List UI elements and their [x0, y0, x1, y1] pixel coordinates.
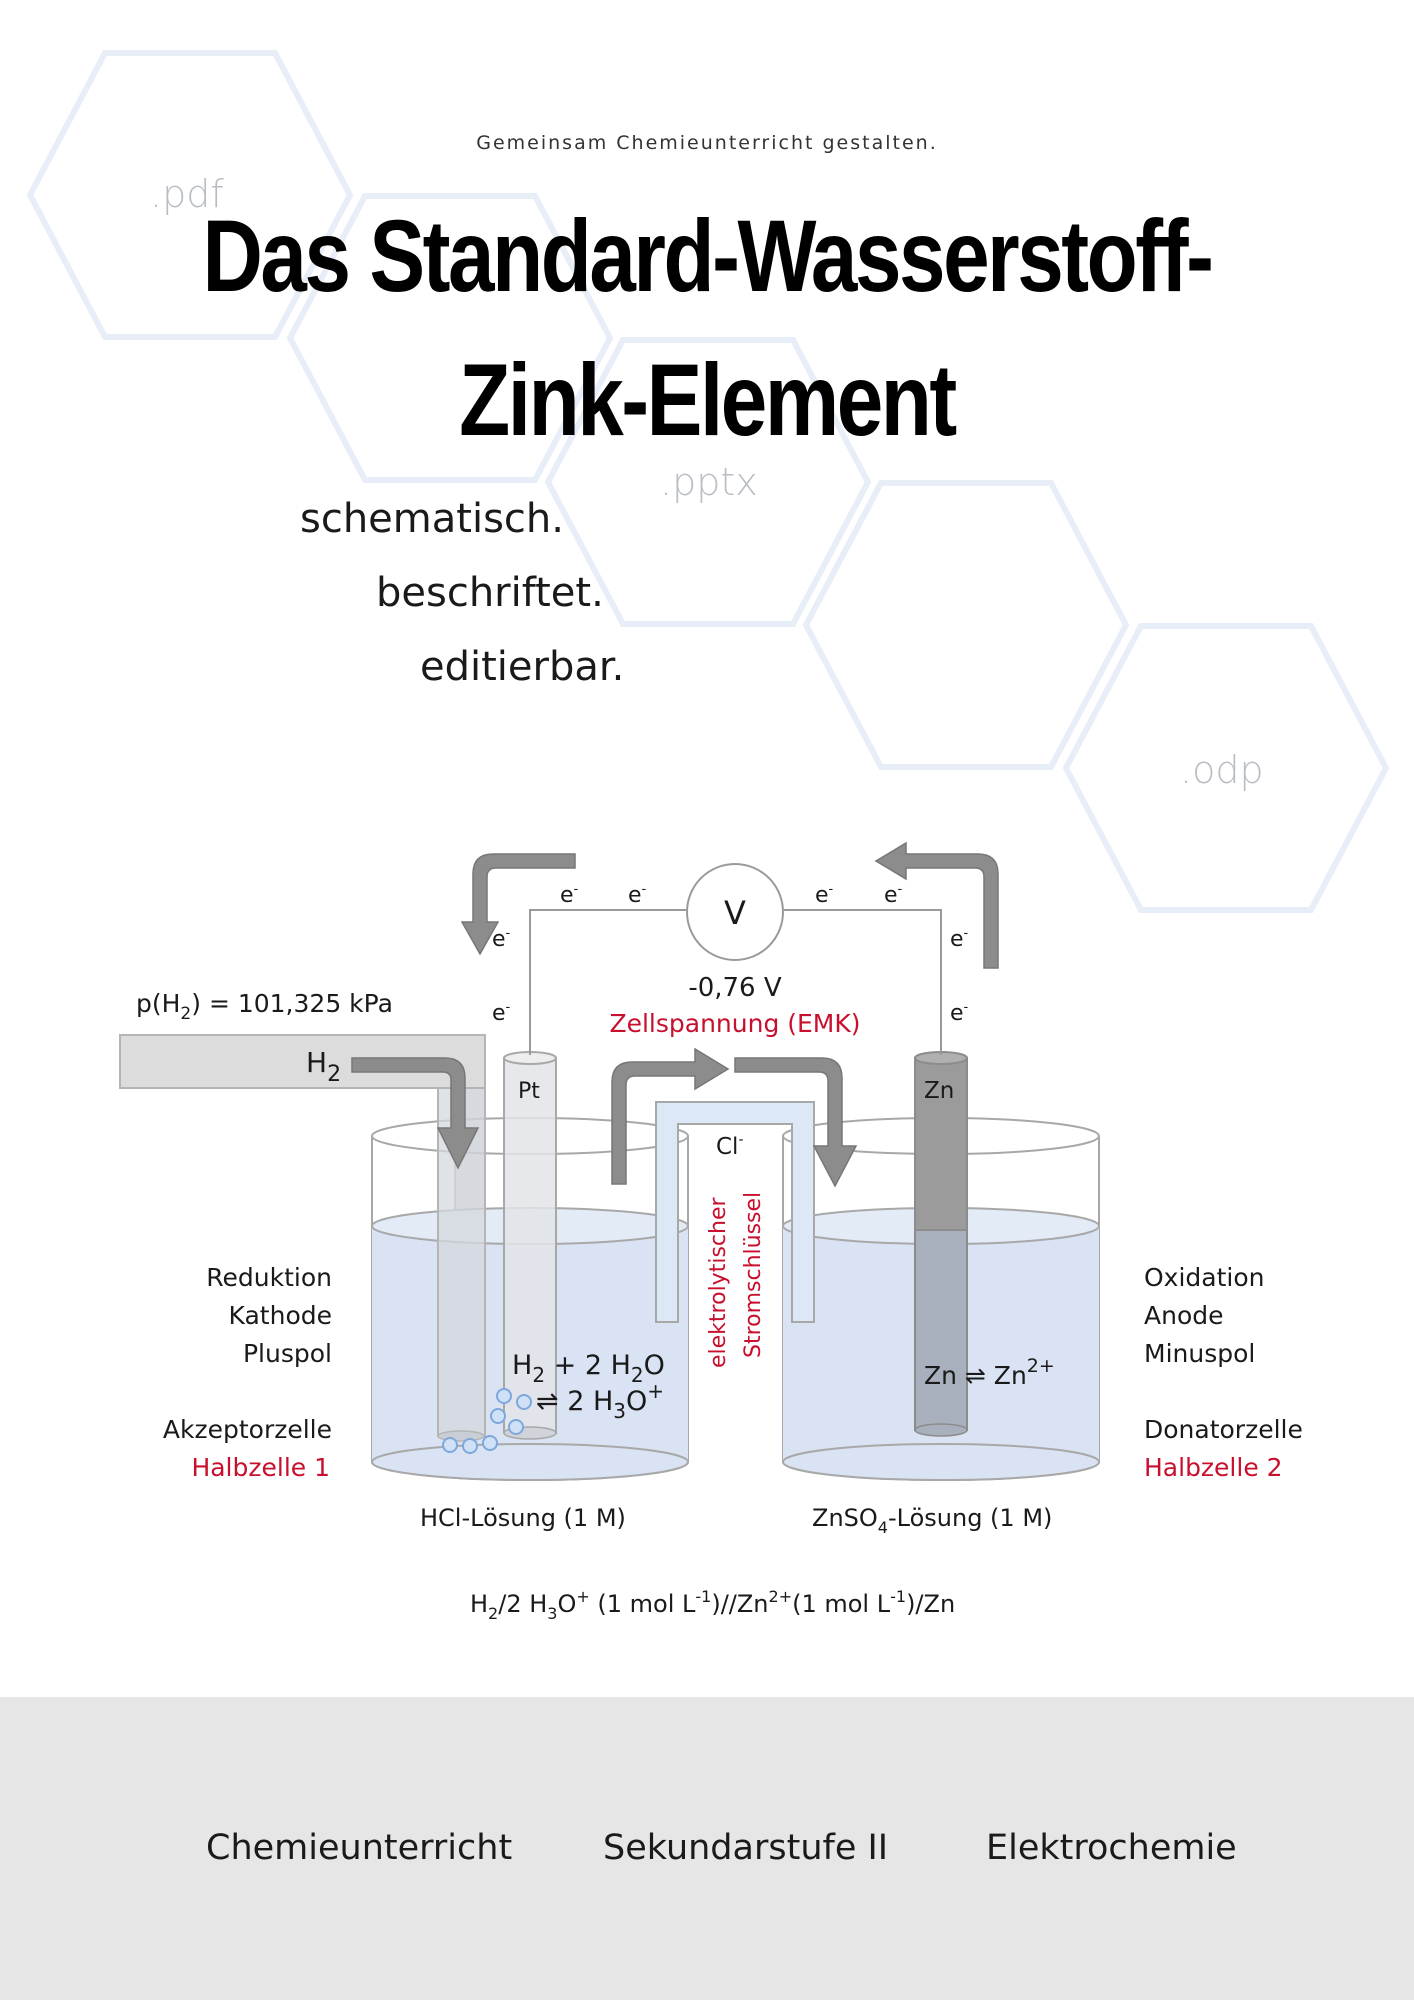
arrow-h2-in	[351, 1057, 480, 1170]
electron-label: e-	[492, 926, 511, 952]
salt-bridge	[655, 1101, 815, 1323]
electron-label: e-	[815, 882, 834, 908]
hexagon	[802, 480, 1130, 770]
page-title-line-2: Zink-Element	[459, 343, 957, 457]
footer-keyword-level: Sekundarstufe II	[603, 1828, 889, 1868]
odp-format-label: .odp	[1180, 748, 1264, 792]
svg-text:Donatorzelle: Donatorzelle	[1144, 1415, 1303, 1444]
arrow-left-down	[460, 853, 576, 956]
electron-label: e-	[950, 1000, 969, 1026]
zinc-label: Zn	[924, 1078, 954, 1104]
feature-editable: editierbar.	[420, 644, 625, 690]
voltmeter	[686, 863, 784, 961]
salt-bridge-label: elektrolytischer Stromschlüssel	[706, 1192, 766, 1368]
pptx-format-label: .pptx	[660, 460, 758, 504]
right-cell-labels: Oxidation Anode Minuspol Donatorzelle Ha…	[1144, 1263, 1303, 1482]
voltmeter-label: V	[724, 894, 746, 932]
pdf-format-label: .pdf	[150, 172, 224, 216]
arrow-bridge-left	[611, 1047, 730, 1185]
svg-text:Oxidation: Oxidation	[1144, 1263, 1265, 1292]
reaction-equation-right: Zn ⇌ Zn2+	[924, 1355, 1055, 1390]
svg-text:Anode: Anode	[1144, 1301, 1224, 1330]
solution-left-label: HCl-Lösung (1 M)	[420, 1504, 626, 1532]
electron-label: e-	[628, 882, 647, 908]
voltage-caption: Zellspannung (EMK)	[609, 1009, 860, 1038]
electron-label: e-	[492, 1000, 511, 1026]
footer-bar	[0, 1697, 1414, 2000]
svg-text:Kathode: Kathode	[229, 1301, 332, 1330]
feature-schematic: schematisch.	[300, 496, 564, 542]
svg-text:Stromschlüssel: Stromschlüssel	[741, 1192, 766, 1358]
galvanic-cell-diagram: e- e- e- e- e- e- e- e- V -0,76 V Zellsp…	[119, 841, 1303, 1623]
hexagon	[26, 50, 354, 340]
svg-text:Akzeptorzelle: Akzeptorzelle	[163, 1415, 332, 1444]
electron-label: e-	[884, 882, 903, 908]
left-cell-labels: Reduktion Kathode Pluspol Akzeptorzelle …	[163, 1263, 332, 1482]
page-title-line-1: Das Standard-Wasserstoff-	[202, 199, 1213, 313]
electron-flow-arrows	[351, 841, 999, 1188]
voltage-value: -0,76 V	[688, 973, 782, 1003]
tagline: Gemeinsam Chemieunterricht gestalten.	[476, 132, 938, 154]
svg-text:Minuspol: Minuspol	[1144, 1339, 1255, 1368]
solution-right-label: ZnSO4-Lösung (1 M)	[812, 1504, 1052, 1537]
wire	[529, 909, 942, 1055]
svg-text:Halbzelle 2: Halbzelle 2	[1144, 1453, 1283, 1482]
reaction-equation-left: H2 + 2 H2O ⇌ 2 H3O+	[512, 1350, 665, 1423]
arrow-right-up	[874, 841, 999, 969]
hydrogen-label: H2	[306, 1046, 341, 1087]
platinum-label: Pt	[518, 1079, 540, 1104]
svg-text:Pluspol: Pluspol	[243, 1339, 332, 1368]
pressure-label: p(H2) = 101,325 kPa	[136, 989, 393, 1024]
hexagon	[1062, 623, 1390, 913]
chloride-label: Cl-	[716, 1132, 744, 1160]
hexagon	[544, 337, 872, 627]
zinc-electrode	[914, 1051, 968, 1437]
svg-text:Reduktion: Reduktion	[206, 1263, 332, 1292]
electron-label: e-	[560, 882, 579, 908]
arrow-bridge-right	[734, 1057, 858, 1188]
feature-labeled: beschriftet.	[376, 570, 604, 616]
platinum-electrode	[503, 1051, 557, 1440]
hexagon	[286, 193, 614, 483]
svg-text:elektrolytischer: elektrolytischer	[706, 1197, 731, 1368]
cell-notation: H2/2 H3O+ (1 mol L-1)//Zn2+(1 mol L-1)/Z…	[470, 1587, 955, 1623]
svg-text:Halbzelle 1: Halbzelle 1	[191, 1453, 330, 1482]
electron-label: e-	[950, 926, 969, 952]
svg-text:H2 + 2 H2O: H2 + 2 H2O	[512, 1350, 665, 1387]
footer-keyword-topic: Elektrochemie	[986, 1828, 1237, 1868]
svg-text:⇌ 2 H3O+: ⇌ 2 H3O+	[536, 1379, 664, 1423]
footer-keyword-chemistry: Chemieunterricht	[206, 1828, 513, 1868]
electron-labels: e- e- e- e- e- e- e- e-	[492, 882, 969, 1026]
hydrogen-bubbles	[442, 1388, 532, 1454]
